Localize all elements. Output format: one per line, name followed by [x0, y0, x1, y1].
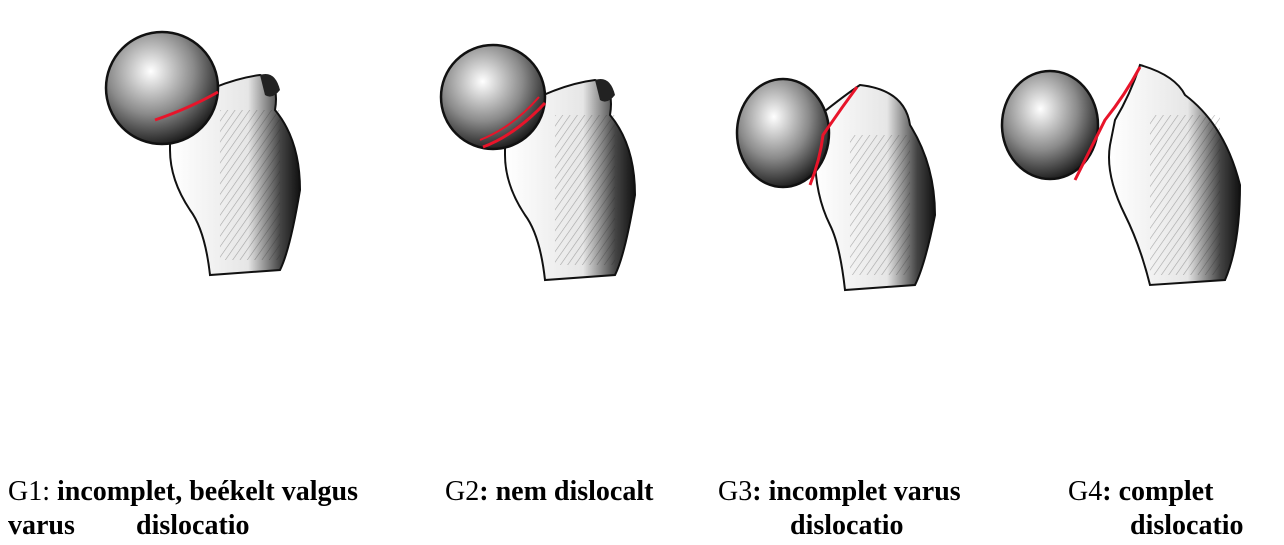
bone-texture [555, 115, 615, 265]
caption-text: complet [1118, 476, 1214, 507]
bone-texture [850, 135, 910, 275]
femoral-head [439, 43, 547, 151]
femur-trochanter [595, 79, 615, 102]
caption-grade: G2 [445, 476, 480, 507]
caption-g4: G4: complet dislocatio [1068, 476, 1244, 541]
caption-text: incomplet varus [768, 476, 961, 507]
caption-text: dislocatio [136, 510, 250, 541]
caption-g2: G2: nem dislocalt [445, 476, 654, 507]
femoral-head [735, 77, 831, 189]
femur-figure-g4 [1000, 63, 1242, 287]
femur-figure-g3 [735, 77, 937, 292]
bone-texture [1150, 115, 1220, 275]
caption-grade: G3 [718, 476, 753, 507]
femur-figure-g1 [104, 30, 302, 277]
femoral-head [1000, 69, 1100, 181]
fracture-line [482, 101, 547, 149]
femoral-head [104, 30, 220, 146]
bone-texture [220, 110, 280, 260]
caption-text: incomplet, beékelt valgus [57, 476, 359, 507]
fracture-line [479, 96, 540, 141]
caption-grade: G4 [1068, 476, 1103, 507]
fracture-line [808, 86, 859, 186]
caption-grade: G1 [8, 476, 43, 507]
caption-text: dislocatio [790, 510, 904, 541]
femur-figure-g2 [439, 43, 637, 282]
caption-text: dislocatio [1130, 510, 1244, 541]
caption-g3: G3: incomplet varus dislocatio [718, 476, 961, 541]
fracture-line [1073, 66, 1142, 181]
caption-text: varus [8, 510, 75, 541]
caption-text: nem dislocalt [495, 476, 654, 507]
caption-g1: G1: incomplet, beékelt valgus varus disl… [8, 476, 359, 541]
fracture-line [154, 90, 219, 122]
femur-trochanter [260, 74, 280, 97]
